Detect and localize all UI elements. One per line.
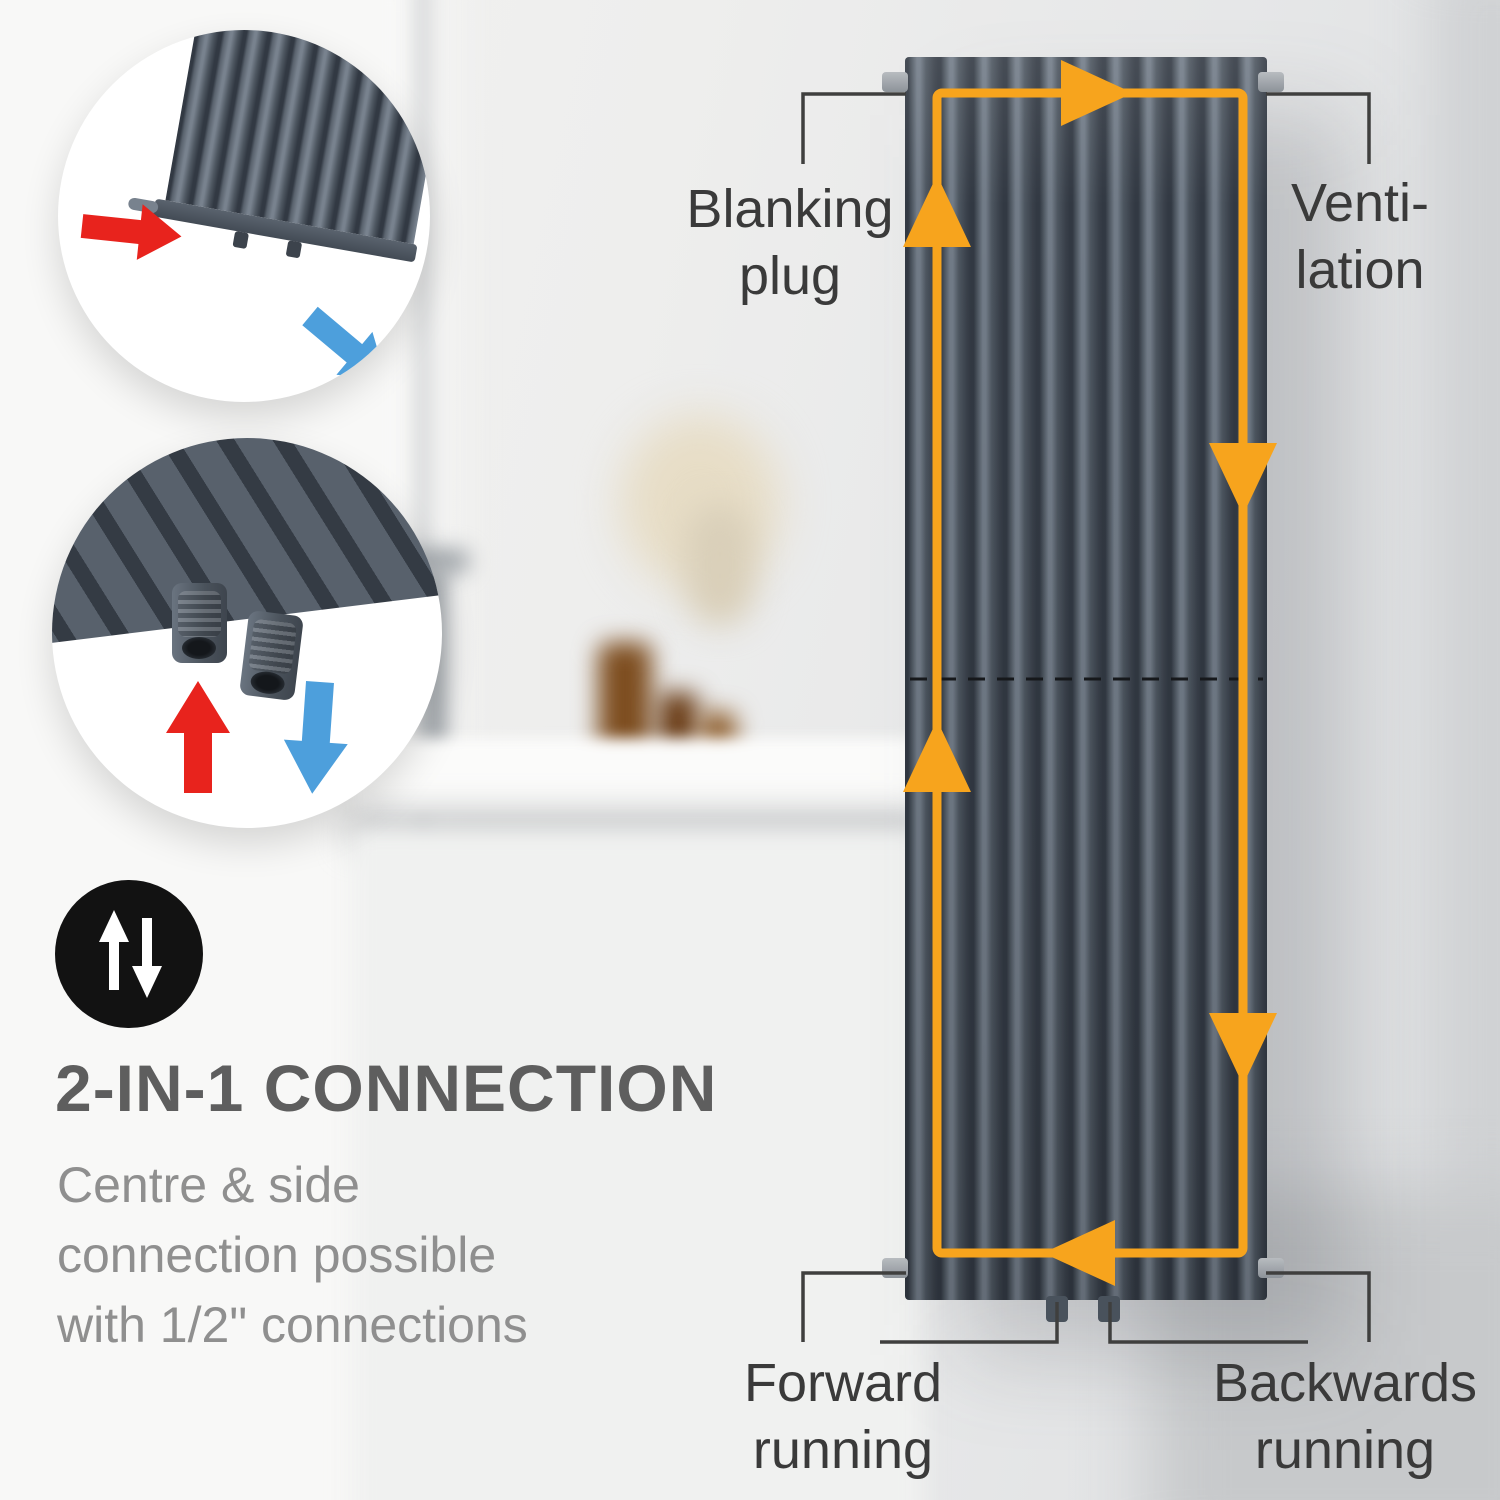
thread-texture [178,591,221,637]
connection-hole [182,637,216,659]
callout-text: Forward [743,1353,943,1413]
callout-text: Blanking [686,179,894,239]
inset-connection-nub [232,230,250,250]
inset-radiator-bottom [127,30,430,264]
blanking-plug-fitting [882,72,908,92]
callout-backwards-running: Backwards running [1175,1350,1500,1484]
bg-plant-stem [685,505,755,625]
inset-threaded-nub [239,609,304,702]
centre-connection-forward [1046,1296,1068,1322]
inset-side-connection [58,30,430,402]
inset-connection-nub [285,240,303,259]
callout-forward-running: Forward running [698,1350,988,1484]
side-valve-right [1258,1258,1284,1278]
headline: 2-IN-1 CONNECTION [55,1051,718,1125]
up-down-arrows-icon [99,910,162,998]
bg-cabinet [350,828,925,1500]
callout-text: plug [738,245,842,306]
callout-text: Venti- [1290,173,1430,233]
connection-hole [249,669,286,696]
inset-radiator-fins [52,438,442,647]
thread-texture [248,618,298,675]
callout-text: lation [1295,239,1425,300]
centre-connection-backward [1098,1296,1120,1322]
callout-text: running [1254,1419,1436,1480]
description: Centre & side connection possible with 1… [57,1150,528,1360]
callout-ventilation: Venti- lation [1225,170,1495,304]
bg-counter [355,738,915,818]
inset-centre-connection [52,438,442,828]
description-line: with 1/2" connections [57,1297,528,1353]
callout-text: running [752,1419,934,1480]
callout-text: Backwards [1212,1353,1478,1413]
inset-threaded-nub [172,583,227,663]
description-line: connection possible [57,1227,497,1283]
inset-side-pipe [127,197,160,215]
side-valve-left [882,1258,908,1278]
ventilation-fitting [1258,72,1284,92]
red-arrow-icon [166,681,230,793]
description-line: Centre & side [57,1157,360,1213]
callout-blanking-plug: Blanking plug [620,176,960,310]
two-way-flow-badge [55,880,203,1028]
